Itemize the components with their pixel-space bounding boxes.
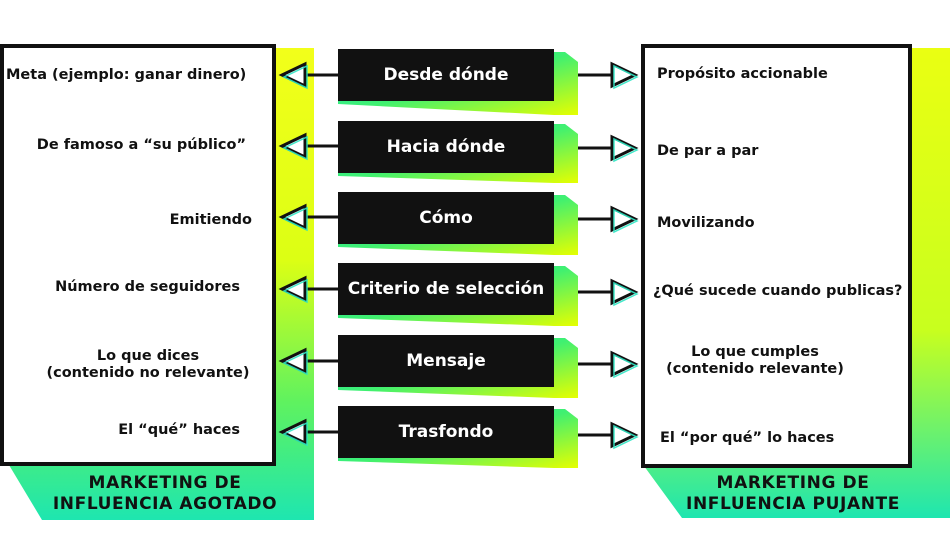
right-panel: [641, 44, 912, 468]
right-text-lo-que-cumples: Lo que cumples (contenido relevante): [666, 344, 844, 377]
left-panel-shadow: [6, 48, 314, 520]
center-box-hacia-donde: Hacia dónde: [338, 121, 554, 173]
center-box-mensaje: Mensaje: [338, 335, 554, 387]
arrow-left-6: [278, 418, 338, 446]
right-panel-shadow: [644, 48, 950, 518]
arrow-right-3: [578, 205, 639, 233]
left-text-emitiendo: Emitiendo: [169, 212, 252, 228]
right-panel-title: MARKETING DE INFLUENCIA PUJANTE: [686, 473, 900, 514]
arrow-left-2: [278, 132, 338, 160]
center-box-trasfondo: Trasfondo: [338, 406, 554, 458]
arrow-right-4: [578, 278, 639, 306]
arrow-right-5: [578, 350, 639, 378]
right-text-publicas: ¿Qué sucede cuando publicas?: [653, 283, 903, 299]
left-text-lo-que-dices: Lo que dices (contenido no relevante): [46, 348, 250, 381]
left-text-que-haces: El “qué” haces: [118, 422, 240, 438]
left-panel-title: MARKETING DE INFLUENCIA AGOTADO: [52, 473, 278, 514]
center-box-como: Cómo: [338, 192, 554, 244]
left-text-seguidores: Número de seguidores: [55, 279, 240, 295]
right-text-movilizando: Movilizando: [657, 215, 755, 231]
arrow-left-5: [278, 347, 338, 375]
arrow-left-3: [278, 203, 338, 231]
left-panel: [0, 44, 276, 466]
arrow-left-1: [278, 61, 338, 89]
left-text-meta: Meta (ejemplo: ganar dinero): [6, 67, 247, 83]
center-box-criterio: Criterio de selección: [338, 263, 554, 315]
arrow-right-1: [578, 61, 639, 89]
right-text-proposito: Propósito accionable: [657, 66, 828, 82]
arrow-left-4: [278, 275, 338, 303]
arrow-right-6: [578, 421, 639, 449]
left-text-famoso: De famoso a “su público”: [36, 137, 246, 153]
arrow-right-2: [578, 134, 639, 162]
right-text-par: De par a par: [657, 143, 759, 159]
center-box-desde-donde: Desde dónde: [338, 49, 554, 101]
right-text-por-que: El “por qué” lo haces: [660, 430, 835, 446]
